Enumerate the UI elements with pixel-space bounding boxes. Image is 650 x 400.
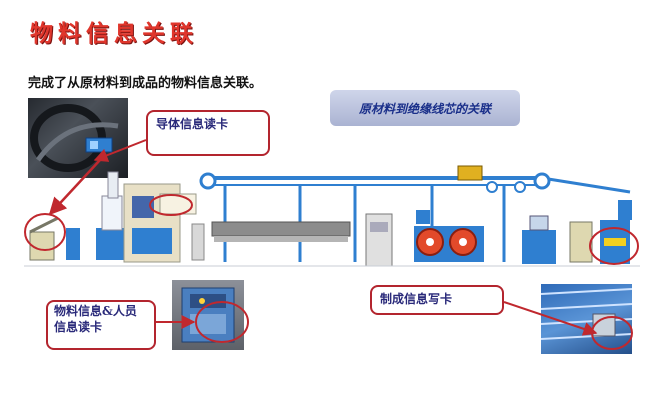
cooling-trough [211, 221, 351, 242]
slide-title: 物料信息关联 [30, 21, 198, 47]
payoff-stand [29, 216, 80, 261]
section-banner: 原材料到绝缘线芯的关联 [330, 90, 520, 126]
overhead-beam [199, 165, 631, 262]
callout-conductor-reader: 导体信息读卡 [146, 110, 270, 156]
callout-product-writer: 制成信息写卡 [370, 285, 504, 315]
slide-subtitle: 完成了从原材料到成品的物料信息关联。 [28, 76, 263, 91]
spark-tester [365, 213, 393, 267]
callout-material-reader: 物料信息&人员信息读卡 [46, 300, 156, 350]
take-up-unit [522, 200, 632, 264]
capstan [414, 210, 484, 262]
conductor-reader-photo [28, 98, 128, 178]
extruder [96, 171, 205, 263]
